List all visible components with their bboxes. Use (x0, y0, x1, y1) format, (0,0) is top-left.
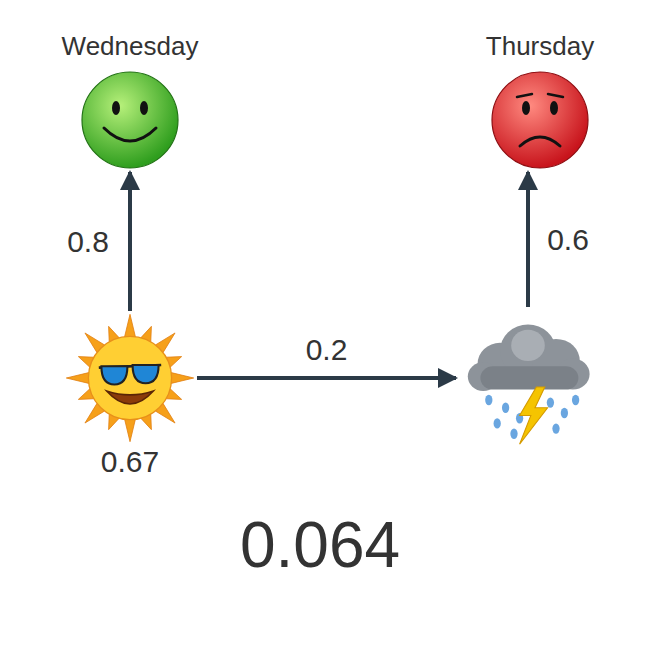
storm-cloud-icon (458, 309, 598, 439)
state-node: Wednesday (62, 32, 199, 170)
transition-arrow (526, 172, 530, 307)
transition-arrow (197, 376, 456, 380)
node-label: Thursday (486, 32, 594, 62)
state-node: Thursday (486, 32, 594, 170)
sad-face (490, 70, 590, 170)
smiley-face (80, 70, 180, 170)
probability-label: 0.6 (544, 222, 592, 257)
node-label: 0.67 (101, 445, 159, 480)
probability-label: 0.8 (64, 224, 112, 259)
node-label: Wednesday (62, 32, 199, 62)
state-node: 0.67 (65, 313, 195, 480)
sun-icon (65, 313, 195, 443)
transition-arrow (128, 172, 132, 311)
state-node (458, 309, 598, 439)
probability-label: 0.2 (303, 333, 351, 368)
result-value: 0.064 (240, 510, 400, 580)
